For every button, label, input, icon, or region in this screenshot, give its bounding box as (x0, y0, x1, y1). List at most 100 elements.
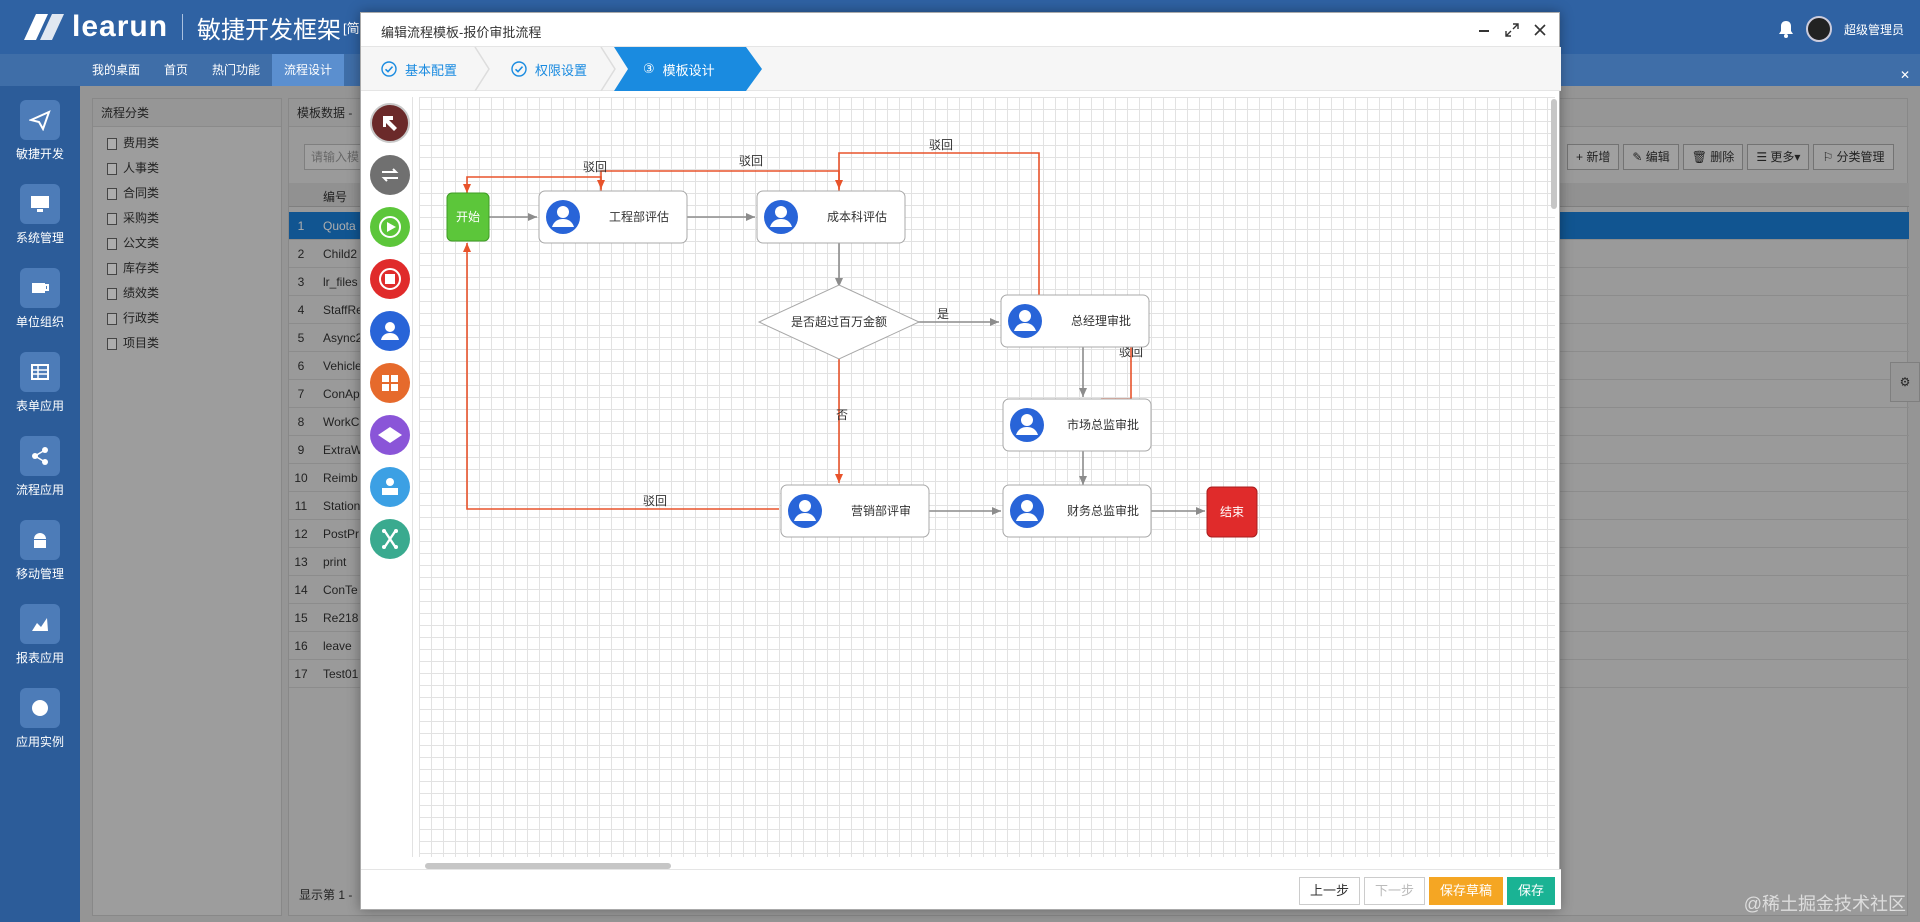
step-permissions[interactable]: 权限设置 (511, 47, 587, 91)
cross-node-icon[interactable] (370, 519, 410, 559)
condition-node-icon[interactable] (370, 415, 410, 455)
edge-sales-reject-start[interactable] (463, 243, 779, 510)
sidebar-item-system[interactable]: 系统管理 (0, 184, 80, 246)
more-button[interactable]: ☰ 更多▾ (1747, 144, 1810, 170)
tree-item[interactable]: 费用类 (93, 131, 281, 156)
step-template-design[interactable]: ③ 模板设计 (643, 47, 715, 91)
maximize-icon[interactable] (1501, 19, 1523, 41)
row-number: 12 (294, 527, 308, 541)
node-label: 结束 (1220, 505, 1244, 519)
flow-canvas[interactable]: 驳回 驳回 驳回 是 驳回 否 驳回 开始 工程部评估 成本科评估 (419, 97, 1555, 857)
fullscreen-icon[interactable]: ✕ (1899, 68, 1910, 82)
row-code: Async2 (323, 331, 363, 345)
row-code: Reimb (323, 471, 358, 485)
save-button[interactable]: 保存 (1506, 877, 1555, 905)
connect-lines-icon[interactable] (370, 155, 410, 195)
save-draft-button[interactable]: 保存草稿 (1428, 877, 1503, 905)
vertical-scrollbar[interactable] (1551, 99, 1557, 209)
task-node-cost[interactable]: 成本科评估 (756, 190, 906, 244)
minimize-icon[interactable] (1473, 19, 1495, 41)
end-node[interactable]: 结束 (1206, 486, 1258, 538)
next-step-button[interactable]: 下一步 (1363, 877, 1425, 905)
pointer-arrow-icon[interactable] (370, 103, 410, 143)
start-node-icon[interactable] (370, 207, 410, 247)
node-label: 总经理审批 (1071, 313, 1131, 328)
edit-button[interactable]: ✎ 编辑 (1623, 144, 1679, 170)
watermark: @稀土掘金技术社区 (1743, 894, 1906, 914)
task-node-gm[interactable]: 总经理审批 (1000, 294, 1150, 348)
row-number: 8 (297, 415, 305, 429)
category-manage-button[interactable]: ⚐ 分类管理 (1813, 144, 1894, 170)
tree-item[interactable]: 行政类 (93, 306, 281, 331)
tree-item[interactable]: 库存类 (93, 256, 281, 281)
tree-item[interactable]: 绩效类 (93, 281, 281, 306)
tree-item[interactable]: 项目类 (93, 331, 281, 356)
node-toolbox (365, 97, 413, 857)
row-number: 9 (297, 443, 305, 457)
sidebar-item-examples[interactable]: 应用实例 (0, 688, 80, 750)
start-node[interactable]: 开始 (446, 192, 490, 242)
sidebar-item-label: 流程应用 (15, 483, 64, 497)
tree-item[interactable]: 合同类 (93, 181, 281, 206)
edge-label-reject: 驳回 (643, 494, 667, 508)
edge-label-reject: 驳回 (739, 154, 763, 168)
row-code: lr_files (323, 275, 358, 289)
sidebar-item-org[interactable]: 单位组织 (0, 268, 80, 330)
flow-template-dialog: 编辑流程模板-报价审批流程 基本配置 权限设置 ③ 模板设计 (360, 12, 1561, 910)
nav-tab-hot[interactable]: 热门功能 (212, 63, 261, 77)
edge-gm-reject-cost[interactable] (835, 152, 1040, 295)
tree-item[interactable]: 公文类 (93, 231, 281, 256)
tree-item[interactable]: 采购类 (93, 206, 281, 231)
footer-buttons: 上一步 下一步 保存草稿 保存 (1298, 877, 1555, 905)
user-icon (764, 200, 798, 234)
user-name[interactable]: 超级管理员 (1843, 22, 1904, 37)
add-button[interactable]: + 新增 (1567, 144, 1620, 170)
close-icon[interactable] (1529, 19, 1551, 41)
prev-step-button[interactable]: 上一步 (1298, 877, 1360, 905)
row-code: print (323, 555, 347, 569)
tree-item[interactable]: 人事类 (93, 156, 281, 181)
sidebar-item-reports[interactable]: 报表应用 (0, 604, 80, 666)
wizard-steps: 基本配置 权限设置 ③ 模板设计 (361, 47, 1561, 91)
edge-cost-reject-eng[interactable] (597, 170, 840, 191)
row-number: 2 (297, 247, 305, 261)
task-node-eng[interactable]: 工程部评估 (538, 190, 688, 244)
sidebar-item-label: 表单应用 (15, 399, 64, 413)
sidebar-item-agile[interactable]: 敏捷开发 (0, 100, 80, 162)
row-number: 7 (297, 387, 305, 401)
coffee-icon (20, 268, 60, 308)
bell-icon[interactable] (1778, 20, 1794, 38)
task-node-mkt[interactable]: 市场总监审批 (1002, 398, 1152, 452)
nav-tab-flow-design[interactable]: 流程设计 (272, 54, 345, 86)
person-desk-icon[interactable] (370, 467, 410, 507)
node-label: 营销部评审 (851, 503, 911, 518)
settings-gear-icon[interactable]: ⚙ (1890, 362, 1920, 402)
sidebar-item-flow[interactable]: 流程应用 (0, 436, 80, 498)
dialog-footer: 上一步 下一步 保存草稿 保存 (361, 869, 1561, 909)
end-node-icon[interactable] (370, 259, 410, 299)
row-number: 11 (294, 499, 308, 513)
grid-node-icon[interactable] (370, 363, 410, 403)
nav-tab-home[interactable]: 首页 (164, 63, 189, 77)
logo[interactable]: learun 敏捷开发框架 [简 (18, 10, 360, 44)
decision-node[interactable]: 是否超过百万金额 (757, 284, 921, 360)
row-code: StaffRe (323, 303, 363, 317)
nav-tab-desktop[interactable]: 我的桌面 (92, 63, 141, 77)
top-right-area: 超级管理员 (1778, 16, 1904, 42)
row-code: ExtraW (323, 443, 363, 457)
grid-toolbar: + 新增 ✎ 编辑 🗑 删除 ☰ 更多▾ ⚐ 分类管理 (1567, 144, 1894, 170)
delete-button[interactable]: 🗑 删除 (1682, 144, 1744, 170)
row-code: Child2 (323, 247, 358, 261)
horizontal-scrollbar[interactable] (425, 863, 671, 869)
user-node-icon[interactable] (370, 311, 410, 351)
step-basic-config[interactable]: 基本配置 (381, 47, 457, 91)
user-icon (1010, 494, 1044, 528)
flow-diagram[interactable]: 驳回 驳回 驳回 是 驳回 否 驳回 开始 工程部评估 成本科评估 (419, 97, 1555, 857)
avatar[interactable] (1805, 16, 1832, 42)
task-node-sales[interactable]: 营销部评审 (780, 484, 930, 538)
sidebar-item-mobile[interactable]: 移动管理 (0, 520, 80, 582)
task-node-fin[interactable]: 财务总监审批 (1002, 484, 1152, 538)
sidebar-item-forms[interactable]: 表单应用 (0, 352, 80, 414)
row-code: Re218 (323, 611, 359, 625)
row-number: 6 (297, 359, 305, 373)
